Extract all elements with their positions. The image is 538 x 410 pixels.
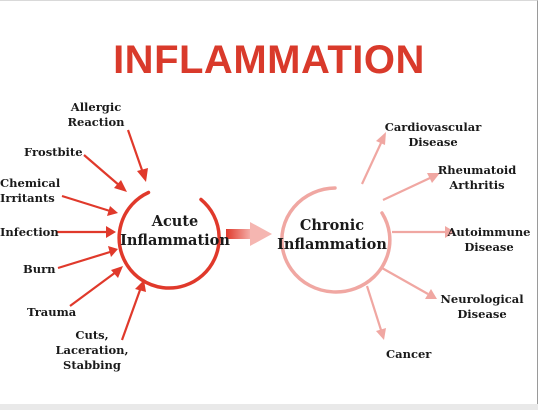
arrowhead-cardiovascular (376, 132, 386, 145)
arrowhead-frostbite (114, 180, 127, 192)
chronic-label: Chronic Inflammation (277, 217, 387, 253)
cause-label-burn: Burn (23, 262, 56, 276)
arrow-frostbite (83, 154, 121, 187)
arrow-trauma (69, 271, 117, 307)
arrow-cardiovascular (361, 142, 382, 185)
arrowhead-cuts (135, 280, 146, 292)
arrowhead-allergic (137, 168, 148, 182)
arrow-cuts (120, 289, 142, 341)
arrowhead-chemical (107, 206, 118, 216)
cause-label-allergic-reaction: Allergic Reaction (67, 100, 125, 129)
cause-label-infection: Infection (0, 225, 59, 239)
cause-label-cuts: Cuts, Laceration, Stabbing (55, 328, 129, 372)
connector-arrow (226, 222, 272, 246)
disease-label-cardiovascular: Cardiovascular Disease (384, 120, 482, 149)
arrowhead-neurological (425, 289, 437, 299)
cause-label-chemical-irritants: Chemical Irritants (0, 176, 61, 205)
disease-label-rheumatoid: Rheumatoid Arthritis (437, 163, 517, 192)
disease-label-cancer: Cancer (386, 347, 432, 361)
arrow-allergic (126, 129, 145, 174)
arrow-cancer (365, 285, 383, 331)
acute-circle (117, 190, 221, 290)
arrow-neurological (381, 267, 429, 295)
arrowhead-autoimmune (445, 226, 455, 238)
diagram-title: INFLAMMATION (113, 38, 425, 82)
arrowhead-cancer (376, 328, 386, 340)
arrow-burn (57, 250, 111, 270)
chronic-circle (280, 186, 392, 294)
arrowhead-burn (108, 246, 118, 257)
disease-label-neurological: Neurological Disease (440, 292, 524, 321)
arrowhead-trauma (111, 266, 123, 278)
arrow-chemical (61, 194, 111, 213)
bottom-band (0, 404, 538, 410)
arrow-rheumatoid (382, 177, 431, 201)
arrowhead-rheumatoid (427, 173, 440, 183)
disease-label-autoimmune: Autoimmune Disease (447, 225, 531, 254)
arrowhead-infection (106, 226, 116, 238)
acute-label: Acute Inflammation (120, 213, 230, 249)
cause-label-trauma: Trauma (27, 305, 77, 319)
cause-label-frostbite: Frostbite (24, 145, 83, 159)
